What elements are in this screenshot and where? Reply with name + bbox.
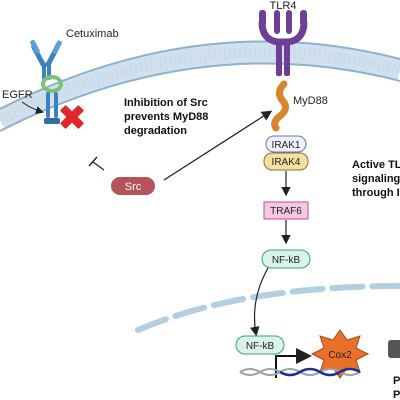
cut-off-text-2: P xyxy=(393,389,400,400)
traf6-node: TRAF6 xyxy=(263,201,309,220)
irak1-node: IRAK1 xyxy=(265,135,307,153)
cell-membrane xyxy=(0,40,400,132)
src-label: Src xyxy=(125,181,142,193)
nfkb-cytoplasm-label: NF-kB xyxy=(272,255,301,266)
inhibition-cross-icon xyxy=(60,105,84,129)
nfkb-cytoplasm-node: NF-kB xyxy=(261,249,311,269)
nfkb-translocation-arrow xyxy=(250,267,269,337)
irak1-label: IRAK1 xyxy=(272,140,301,151)
cox2-label: Cox2 xyxy=(328,350,352,361)
tlr4-receptor-icon xyxy=(258,10,308,76)
irak4-label: IRAK4 xyxy=(272,157,301,168)
egfr-label: EGFR xyxy=(2,89,33,101)
irak4-node: IRAK4 xyxy=(263,152,309,171)
egfr-pointer-arrow xyxy=(21,101,44,114)
src-to-myd88-arrow xyxy=(163,110,273,181)
traf6-label: TRAF6 xyxy=(270,206,302,217)
nuclear-membrane xyxy=(135,283,400,333)
cox2-node: Cox2 xyxy=(310,329,370,379)
inhibition-tbar xyxy=(88,156,105,171)
myd88-label: MyD88 xyxy=(293,95,328,107)
egfr-receptor-icon xyxy=(41,75,63,124)
myd88-icon xyxy=(271,80,289,132)
cut-off-text-1: P xyxy=(393,375,400,387)
nfkb-nucleus-label: NF-kB xyxy=(246,341,275,352)
cut-off-box xyxy=(388,340,400,358)
src-node: Src xyxy=(111,177,155,195)
tlr4-label: TLR4 xyxy=(270,0,297,12)
cetuximab-antibody-icon xyxy=(30,39,62,80)
active-signaling-text: Active TL signaling through I xyxy=(352,159,400,199)
inhibition-text: Inhibition of Src prevents MyD88 degrada… xyxy=(124,97,211,137)
nfkb-nucleus-node: NF-kB xyxy=(235,335,285,355)
cetuximab-label: Cetuximab xyxy=(66,28,119,40)
dna-strand-icon xyxy=(239,367,361,377)
